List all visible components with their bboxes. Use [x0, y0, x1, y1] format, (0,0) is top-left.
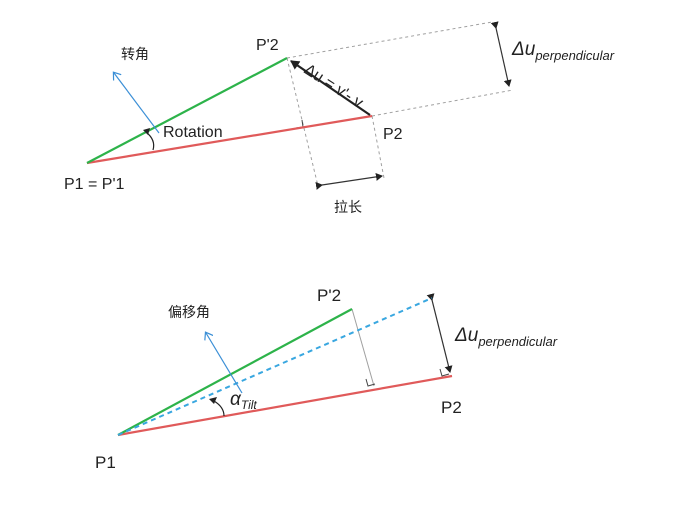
top-p2-label: P2	[383, 126, 403, 143]
rotation-label: Rotation	[163, 124, 223, 141]
bottom-blue-pointer	[206, 333, 243, 394]
top-green-line	[86, 57, 288, 164]
tilt-cn-label: 偏移角	[168, 305, 210, 321]
bottom-perp-line	[351, 308, 375, 387]
bottom-p1-label: P1	[95, 453, 116, 472]
rotation-cn-label: 转角	[121, 47, 149, 63]
top-p2prime-label: P'2	[256, 37, 279, 54]
delta-u-vector-label: Δu = v'- v	[301, 61, 366, 112]
top-red-line	[86, 114, 373, 165]
bottom-diagram: 偏移角 αTilt P1 P'2 P2 Δuperpendicular	[95, 286, 558, 472]
delta-u-vector	[290, 60, 371, 116]
rotation-arc	[145, 131, 155, 151]
bottom-dashed-blue-line	[117, 297, 433, 436]
rotation-arc-arrowhead	[143, 128, 150, 135]
bottom-delta-perp-dimension	[426, 293, 453, 373]
stretch-dimension	[315, 172, 383, 190]
bottom-delta-u-label: Δuperpendicular	[454, 325, 558, 349]
top-p1-label: P1 = P'1	[64, 176, 125, 193]
bottom-p2-label: P2	[441, 398, 462, 417]
tilt-arc-arrowhead	[209, 397, 217, 404]
top-delta-u-label: Δuperpendicular	[511, 39, 615, 63]
bottom-right-angle-1	[365, 378, 376, 387]
top-diagram: 转角 Rotation P1 = P'1 P'2 P2 拉长 Δu = v'- …	[64, 21, 615, 216]
bottom-p2prime-label: P'2	[317, 286, 341, 305]
bottom-right-angle-2	[439, 368, 450, 377]
stretch-cn-label: 拉长	[334, 200, 362, 216]
top-construction-lines	[286, 21, 514, 187]
tilt-arc	[213, 400, 225, 417]
alpha-tilt-label: αTilt	[230, 389, 257, 412]
top-delta-perp-dimension	[490, 21, 512, 87]
top-blue-pointer	[114, 73, 160, 134]
bottom-green-line	[117, 308, 353, 436]
bottom-red-line	[117, 374, 453, 437]
